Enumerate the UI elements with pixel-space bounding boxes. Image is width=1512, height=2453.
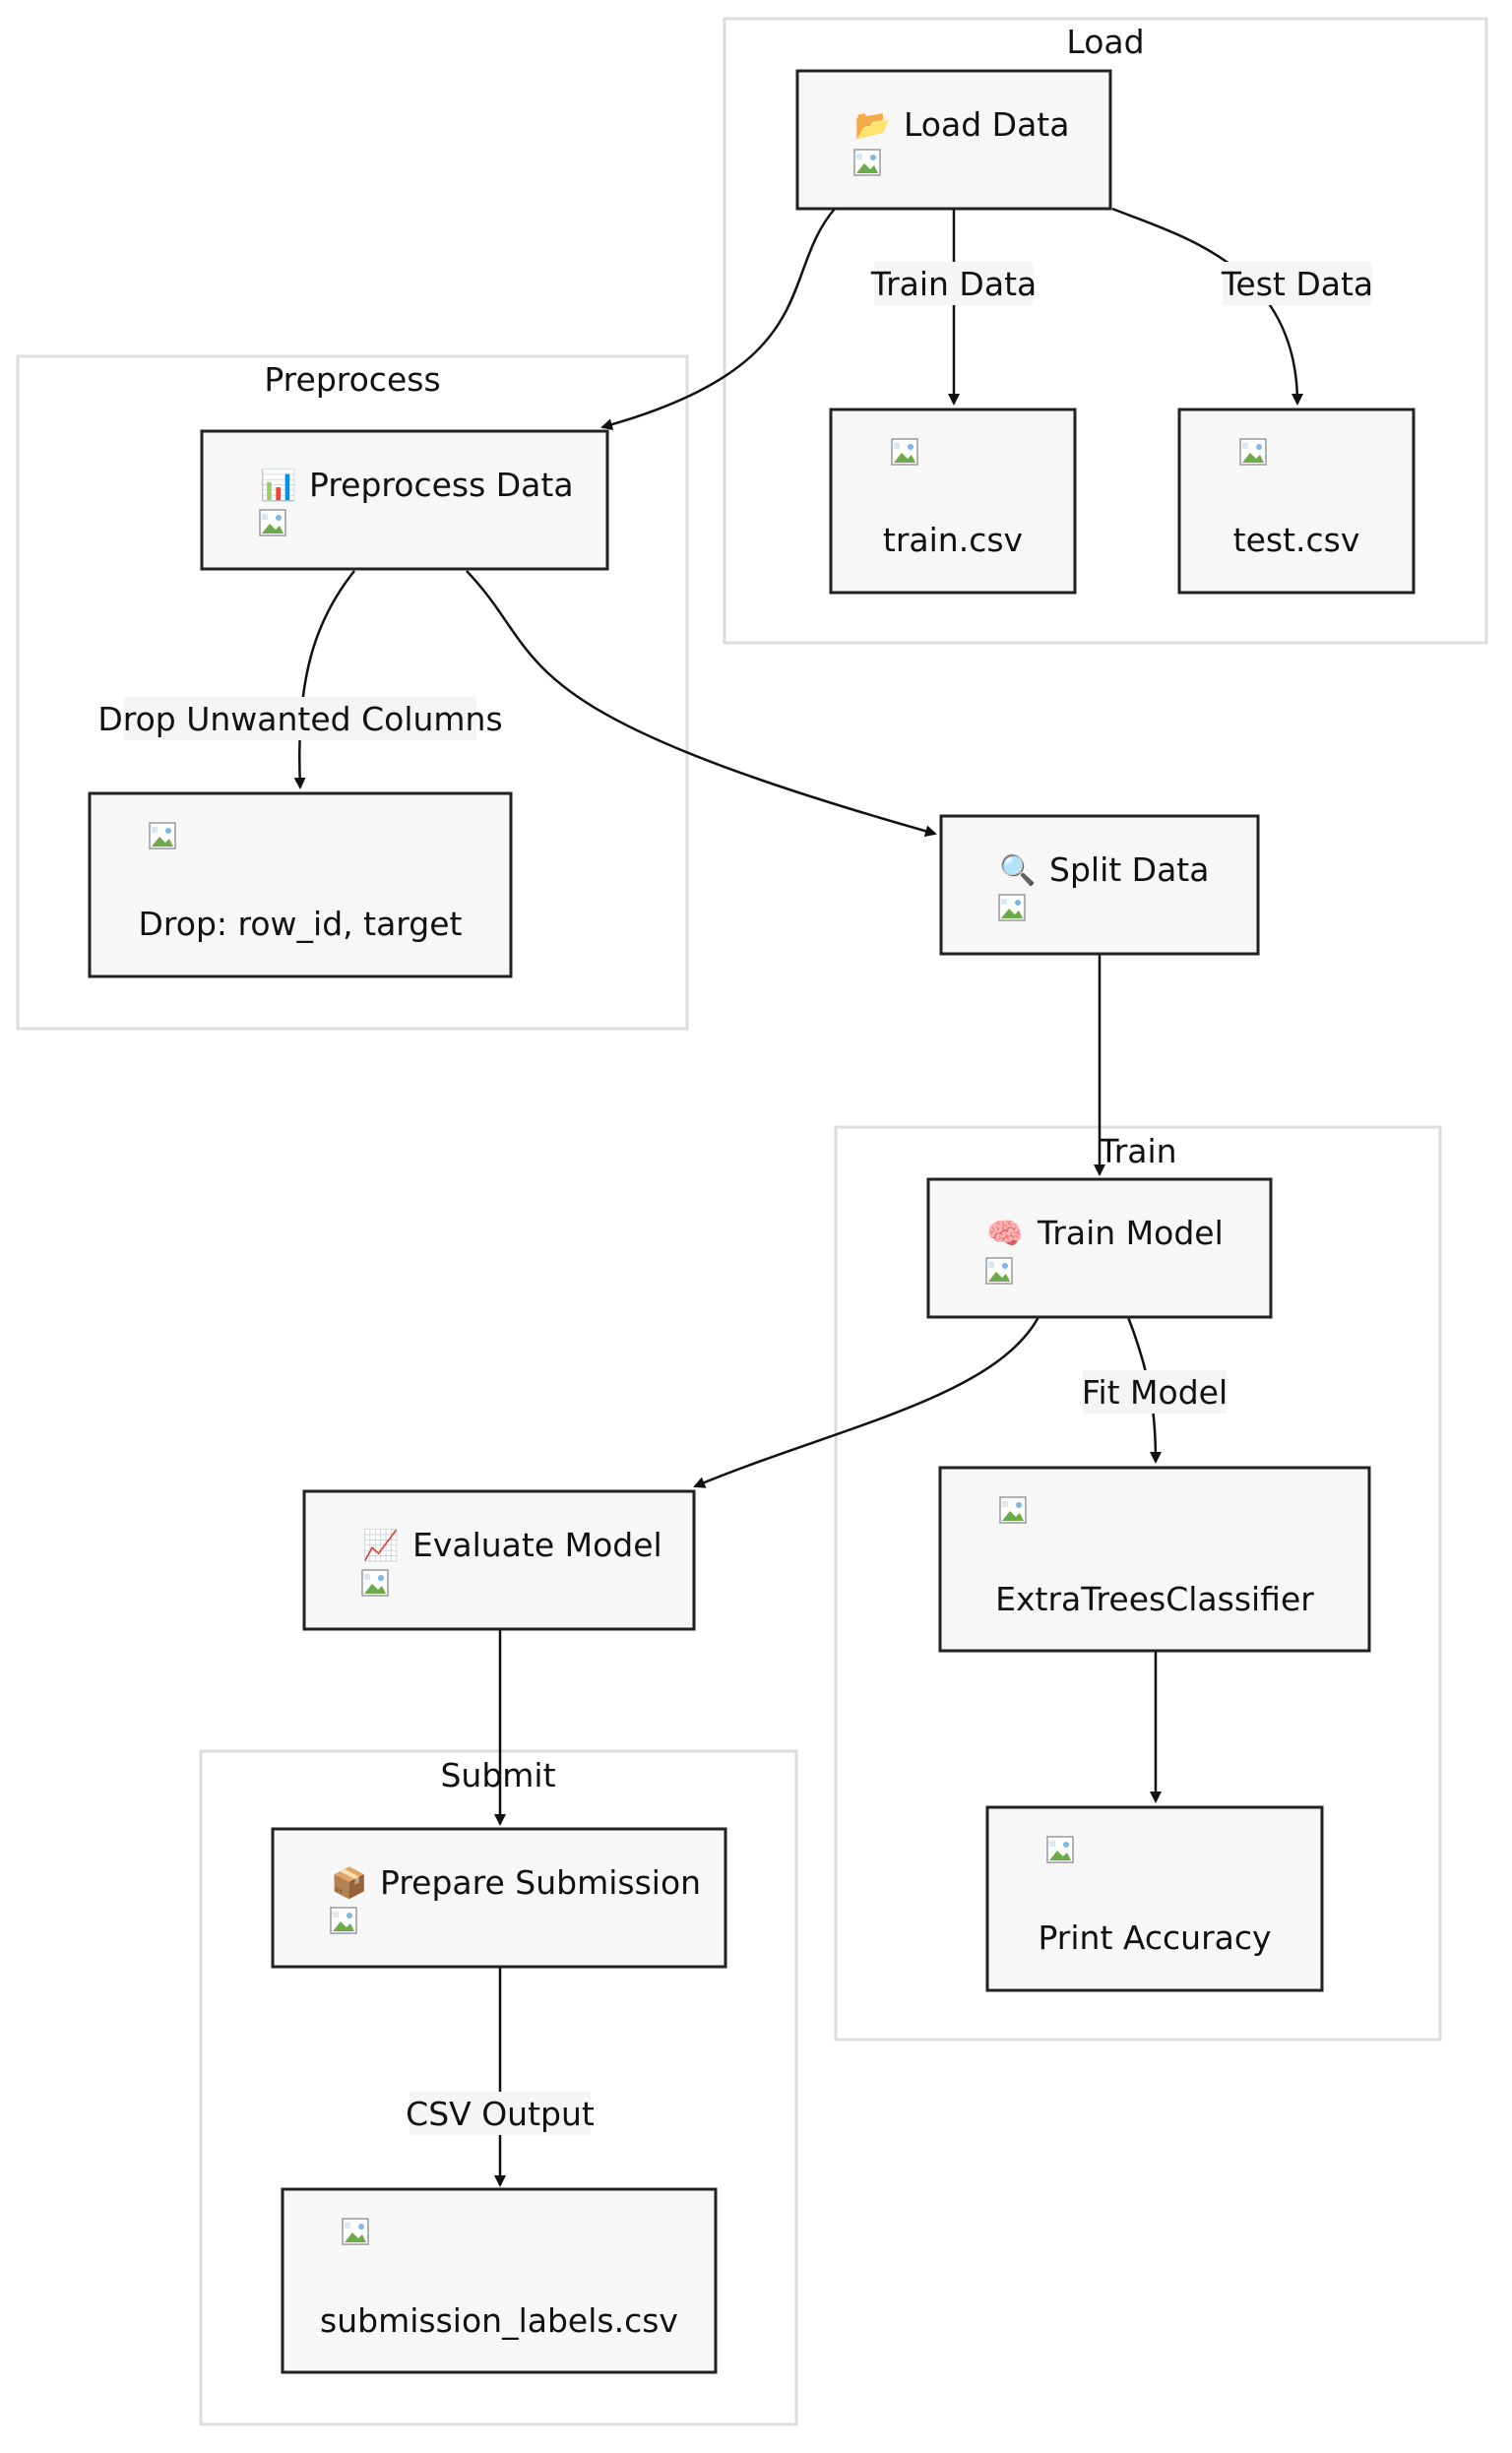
node-submission-csv-label: submission_labels.csv xyxy=(320,2301,678,2340)
broken-image-icon xyxy=(853,149,881,176)
node-print-accuracy: Print Accuracy xyxy=(985,1805,1324,1992)
edge-label-test-data: Test Data xyxy=(1221,262,1373,305)
edge-preprocess-to-drop xyxy=(293,570,355,789)
node-submission-csv: submission_labels.csv xyxy=(281,2187,718,2374)
node-train-model-label: Train Model xyxy=(1037,1214,1224,1252)
broken-image-icon xyxy=(259,509,286,536)
edge-preprocess-to-split xyxy=(466,570,937,838)
node-split-data-label: Split Data xyxy=(1049,850,1209,889)
node-prepare-submission-label: Prepare Submission xyxy=(380,1863,701,1902)
edge-label-csv-output: CSV Output xyxy=(406,2092,595,2135)
node-print-accuracy-label: Print Accuracy xyxy=(1038,1918,1271,1957)
package-icon: 📦 xyxy=(331,1865,367,1901)
cluster-submit-title: Submit xyxy=(440,1756,555,1794)
edge-label-drop-unwanted: Drop Unwanted Columns xyxy=(97,697,503,740)
node-extratrees: ExtraTreesClassifier xyxy=(938,1466,1371,1653)
svg-text:CSV Output: CSV Output xyxy=(406,2095,595,2133)
cluster-train-title: Train xyxy=(1098,1132,1176,1170)
svg-text:Test Data: Test Data xyxy=(1221,265,1373,303)
node-split-data: 🔍 Split Data xyxy=(939,814,1260,956)
bar-chart-icon: 📊 xyxy=(260,468,296,503)
node-test-csv-label: test.csv xyxy=(1233,521,1360,559)
node-drop-columns: Drop: row_id, target xyxy=(88,791,513,978)
edge-load-to-preprocess xyxy=(600,208,836,431)
broken-image-icon xyxy=(342,2218,369,2245)
broken-image-icon xyxy=(330,1907,357,1934)
broken-image-icon xyxy=(361,1569,389,1597)
broken-image-icon xyxy=(1046,1836,1074,1863)
node-train-model: 🧠 Train Model xyxy=(926,1177,1273,1319)
node-load-data: 📂 Load Data xyxy=(795,69,1112,211)
edges xyxy=(293,207,1303,2187)
broken-image-icon xyxy=(1239,438,1267,466)
broken-image-icon xyxy=(891,438,918,466)
node-test-csv: test.csv xyxy=(1177,408,1416,595)
svg-text:Fit Model: Fit Model xyxy=(1082,1373,1228,1412)
node-preprocess-data-label: Preprocess Data xyxy=(309,466,574,504)
node-evaluate-model: 📈 Evaluate Model xyxy=(302,1489,696,1631)
node-train-csv-label: train.csv xyxy=(883,521,1023,559)
node-preprocess-data: 📊 Preprocess Data xyxy=(200,429,609,571)
cluster-preprocess-title: Preprocess xyxy=(264,360,440,399)
brain-icon: 🧠 xyxy=(986,1217,1023,1251)
broken-image-icon xyxy=(149,822,176,849)
cluster-load-title: Load xyxy=(1066,23,1144,61)
svg-text:Train Data: Train Data xyxy=(870,265,1037,303)
line-chart-icon: 📈 xyxy=(362,1528,399,1563)
node-prepare-submission: 📦 Prepare Submission xyxy=(271,1827,727,1969)
node-extratrees-label: ExtraTreesClassifier xyxy=(995,1580,1314,1618)
broken-image-icon xyxy=(985,1257,1013,1285)
edge-label-train-data: Train Data xyxy=(870,262,1037,305)
node-evaluate-model-label: Evaluate Model xyxy=(412,1526,662,1564)
svg-text:Drop Unwanted Columns: Drop Unwanted Columns xyxy=(97,700,502,738)
edge-train-to-evaluate xyxy=(693,1316,1040,1488)
magnifier-icon: 🔍 xyxy=(999,850,1036,888)
node-drop-columns-label: Drop: row_id, target xyxy=(139,905,463,943)
folder-icon: 📂 xyxy=(854,108,891,143)
edge-label-fit-model: Fit Model xyxy=(1082,1370,1228,1414)
broken-image-icon xyxy=(999,1496,1027,1524)
node-load-data-label: Load Data xyxy=(904,105,1069,144)
node-train-csv: train.csv xyxy=(829,408,1077,595)
broken-image-icon xyxy=(998,894,1026,921)
